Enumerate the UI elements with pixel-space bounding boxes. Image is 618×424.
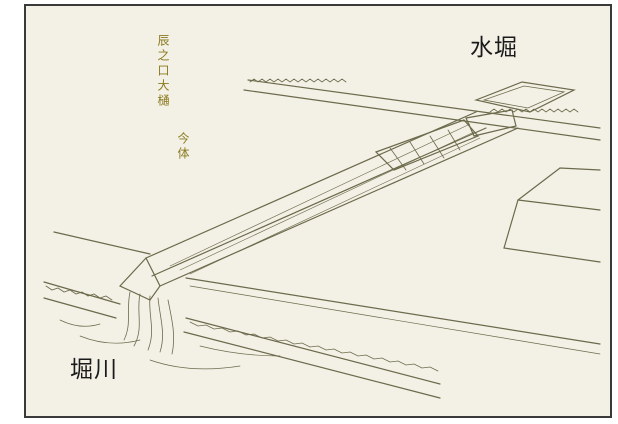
gate-block-upper-lines <box>389 129 461 171</box>
falling-water-1 <box>123 291 131 341</box>
conduit-woodgrain-1 <box>169 123 471 267</box>
conduit-top-edge <box>145 111 477 259</box>
river-ripples <box>59 319 281 370</box>
conduit-side-edge <box>159 127 519 287</box>
caption-line-1: 辰之口大樋 <box>156 34 170 109</box>
conduit-woodgrain-2 <box>179 131 475 271</box>
upper-bank-line <box>247 79 601 129</box>
field-edge <box>185 277 601 345</box>
lower-embankment-right-top <box>185 317 441 385</box>
lower-embankment-stones-left <box>45 285 113 301</box>
lower-embankment-right-bottom <box>183 331 441 399</box>
gate-block-top <box>465 109 517 137</box>
falling-water-2 <box>133 293 141 347</box>
label-horikawa: 堀川 <box>70 357 118 383</box>
falling-water-4 <box>157 297 163 353</box>
lower-embankment-top <box>43 281 121 305</box>
intake-box-inner <box>482 85 566 109</box>
field-edge-2 <box>189 285 601 355</box>
label-mizubori: 水堀 <box>470 35 518 61</box>
road-edge-left <box>53 231 151 255</box>
lower-embankment-bottom <box>43 297 117 319</box>
upper-bank-stones <box>249 78 347 83</box>
caption-line-2: 今体 <box>176 132 190 162</box>
falling-water-5 <box>167 299 175 355</box>
upper-bank-line-2 <box>243 89 601 141</box>
conduit-woodgrain-3 <box>189 137 481 275</box>
building-roof-line <box>517 199 601 211</box>
falling-water-3 <box>147 295 153 351</box>
illustration-frame <box>24 4 612 418</box>
lower-embankment-stones-right <box>189 321 439 372</box>
gate-block-upper <box>374 119 480 171</box>
intake-box <box>473 81 576 113</box>
building-outline <box>503 167 601 263</box>
